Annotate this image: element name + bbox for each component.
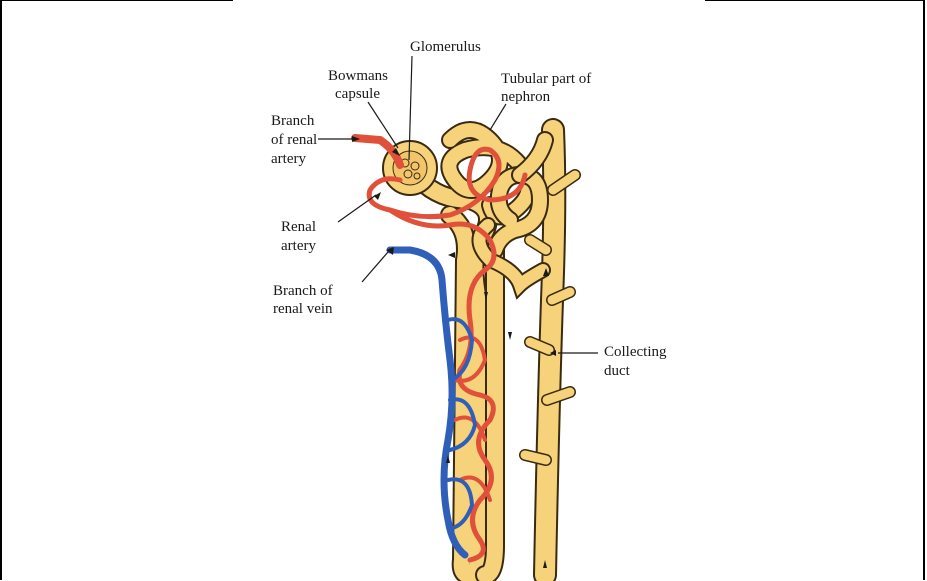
label-renal-artery-line2: artery — [281, 237, 316, 255]
label-tubular-line1: Tubular part of — [501, 70, 591, 88]
label-branch-artery-line2: of renal — [271, 131, 317, 149]
label-collecting-duct-line1: Collecting — [604, 343, 667, 361]
label-bowmans-capsule-line2: capsule — [335, 85, 380, 103]
label-renal-artery-line1: Renal — [281, 218, 316, 236]
label-tubular-line2: nephron — [501, 88, 550, 106]
label-glomerulus: Glomerulus — [410, 38, 481, 56]
label-branch-artery-line3: artery — [271, 150, 306, 168]
label-bowmans-capsule-line1: Bowmans — [328, 67, 388, 85]
label-branch-vein-line1: Branch of — [273, 282, 333, 300]
label-collecting-duct-line2: duct — [604, 362, 630, 380]
label-branch-vein-line2: renal vein — [273, 300, 333, 318]
label-branch-artery-line1: Branch — [271, 112, 314, 130]
